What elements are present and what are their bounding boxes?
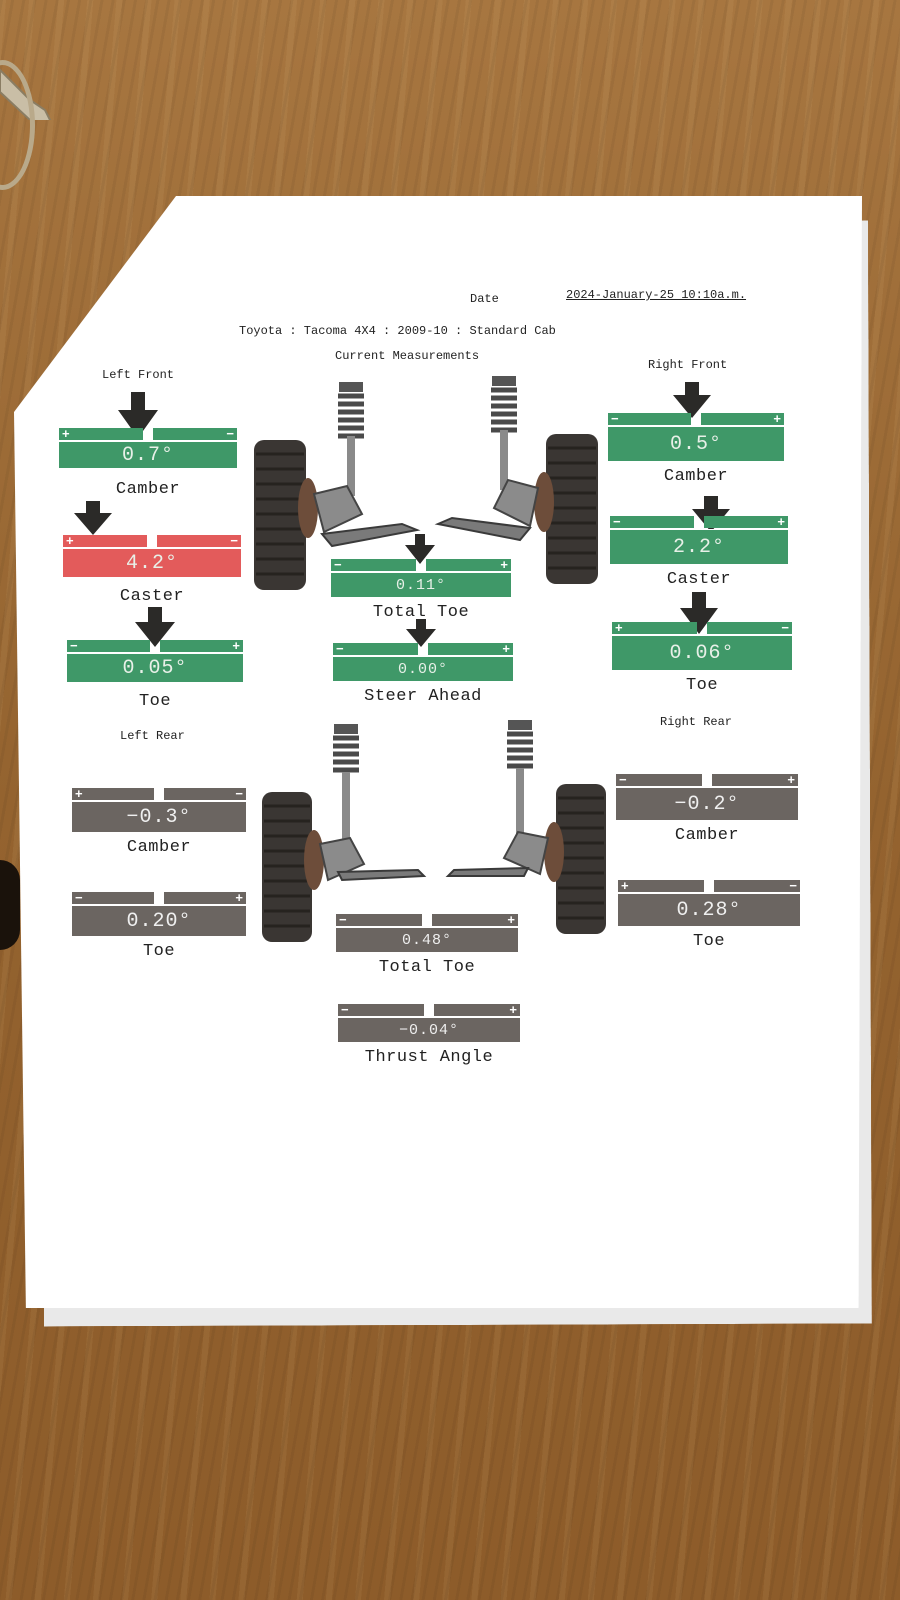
- left-front-camber-arrow-icon: [118, 392, 158, 438]
- date-label: Date: [470, 292, 499, 306]
- front-total-toe-value: 0.11°: [331, 573, 511, 597]
- steer-ahead-value: 0.00°: [333, 657, 513, 681]
- steer-ahead-gauge: − + 0.00° Steer Ahead: [333, 641, 513, 706]
- front-total-toe-gauge: − + 0.11° Total Toe: [331, 557, 511, 622]
- front-total-toe-label: Total Toe: [372, 603, 470, 622]
- left-front-title: Left Front: [102, 368, 175, 382]
- left-front-toe-arrow-icon: [135, 607, 175, 647]
- plus-sign: +: [621, 878, 629, 893]
- right-front-caster-gauge: − + 2.2° Caster: [610, 514, 788, 589]
- minus-sign: −: [336, 641, 344, 656]
- steer-ahead-label: Steer Ahead: [364, 687, 482, 706]
- minus-sign: −: [339, 912, 347, 927]
- left-rear-toe-label: Toe: [142, 942, 176, 961]
- left-rear-camber-gauge: + − −0.3° Camber: [72, 786, 246, 857]
- total-toe-arrow-icon: [405, 534, 435, 564]
- left-front-toe-gauge: − + 0.05° Toe: [67, 638, 243, 711]
- minus-sign: −: [334, 557, 342, 572]
- left-rear-camber-value: −0.3°: [72, 802, 246, 832]
- rear-total-toe-label: Total Toe: [378, 958, 476, 977]
- minus-sign: −: [611, 411, 619, 426]
- right-front-camber-arrow-icon: [673, 382, 711, 418]
- date-value: 2024-January-25 10:10a.m.: [566, 288, 747, 302]
- plus-sign: +: [615, 620, 623, 635]
- left-front-caster-gauge: + − 4.2° Caster: [63, 533, 241, 606]
- dark-object: [0, 860, 20, 950]
- plus-sign: +: [502, 641, 510, 656]
- plus-sign: +: [235, 890, 243, 905]
- minus-sign: −: [781, 620, 789, 635]
- minus-sign: −: [235, 786, 243, 801]
- left-rear-camber-label: Camber: [126, 838, 192, 857]
- minus-sign: −: [75, 890, 83, 905]
- rear-total-toe-value: 0.48°: [336, 928, 518, 952]
- plus-sign: +: [509, 1002, 517, 1017]
- thrust-angle-gauge: − + −0.04° Thrust Angle: [338, 1002, 520, 1067]
- left-rear-toe-gauge: − + 0.20° Toe: [72, 890, 246, 961]
- rear-suspension-illustration: [262, 720, 606, 942]
- minus-sign: −: [619, 772, 627, 787]
- left-front-camber-value: 0.7°: [59, 442, 237, 468]
- left-front-toe-value: 0.05°: [67, 654, 243, 682]
- plus-sign: +: [500, 557, 508, 572]
- right-rear-toe-label: Toe: [692, 932, 726, 951]
- left-front-toe-label: Toe: [138, 692, 172, 711]
- right-rear-toe-value: 0.28°: [618, 894, 800, 926]
- right-rear-toe-gauge: + − 0.28° Toe: [618, 878, 800, 951]
- right-front-toe-arrow-icon: [680, 592, 718, 634]
- left-rear-toe-value: 0.20°: [72, 906, 246, 936]
- plus-sign: +: [62, 426, 70, 441]
- left-front-caster-value: 4.2°: [63, 549, 241, 577]
- plus-sign: +: [75, 786, 83, 801]
- front-suspension-illustration: [254, 376, 598, 590]
- alignment-report-sheet: Date 2024-January-25 10:10a.m. Toyota : …: [14, 196, 862, 1308]
- left-front-caster-label: Caster: [119, 587, 185, 606]
- left-front-camber-gauge: + − 0.7° Camber: [59, 426, 237, 499]
- left-front-camber-label: Camber: [115, 480, 181, 499]
- minus-sign: −: [226, 426, 234, 441]
- thrust-angle-value: −0.04°: [338, 1018, 520, 1042]
- plus-sign: +: [232, 638, 240, 653]
- rear-total-toe-gauge: − + 0.48° Total Toe: [336, 912, 518, 977]
- right-front-caster-arrow-icon: [692, 496, 730, 532]
- right-front-camber-label: Camber: [663, 467, 729, 486]
- plus-sign: +: [773, 411, 781, 426]
- right-front-camber-gauge: − + 0.5° Camber: [608, 411, 784, 486]
- current-measurements-title: Current Measurements: [335, 349, 480, 363]
- right-front-caster-value: 2.2°: [610, 530, 788, 564]
- minus-sign: −: [613, 514, 621, 529]
- plus-sign: +: [507, 912, 515, 927]
- left-front-caster-arrow-icon: [74, 501, 112, 535]
- right-front-toe-value: 0.06°: [612, 636, 792, 670]
- right-rear-camber-gauge: − + −0.2° Camber: [616, 772, 798, 845]
- minus-sign: −: [341, 1002, 349, 1017]
- plus-sign: +: [787, 772, 795, 787]
- minus-sign: −: [789, 878, 797, 893]
- vehicle-title: Toyota : Tacoma 4X4 : 2009-10 : Standard…: [239, 324, 556, 338]
- right-front-caster-label: Caster: [666, 570, 732, 589]
- left-rear-title: Left Rear: [120, 729, 185, 743]
- right-rear-camber-value: −0.2°: [616, 788, 798, 820]
- right-front-title: Right Front: [648, 358, 728, 372]
- plus-sign: +: [66, 533, 74, 548]
- minus-sign: −: [70, 638, 78, 653]
- right-front-camber-value: 0.5°: [608, 427, 784, 461]
- right-front-toe-label: Toe: [685, 676, 719, 695]
- steer-ahead-arrow-icon: [406, 619, 436, 647]
- right-rear-title: Right Rear: [660, 715, 733, 729]
- right-rear-camber-label: Camber: [674, 826, 740, 845]
- right-front-toe-gauge: + − 0.06° Toe: [612, 620, 792, 695]
- thrust-angle-label: Thrust Angle: [364, 1048, 494, 1067]
- minus-sign: −: [230, 533, 238, 548]
- plus-sign: +: [777, 514, 785, 529]
